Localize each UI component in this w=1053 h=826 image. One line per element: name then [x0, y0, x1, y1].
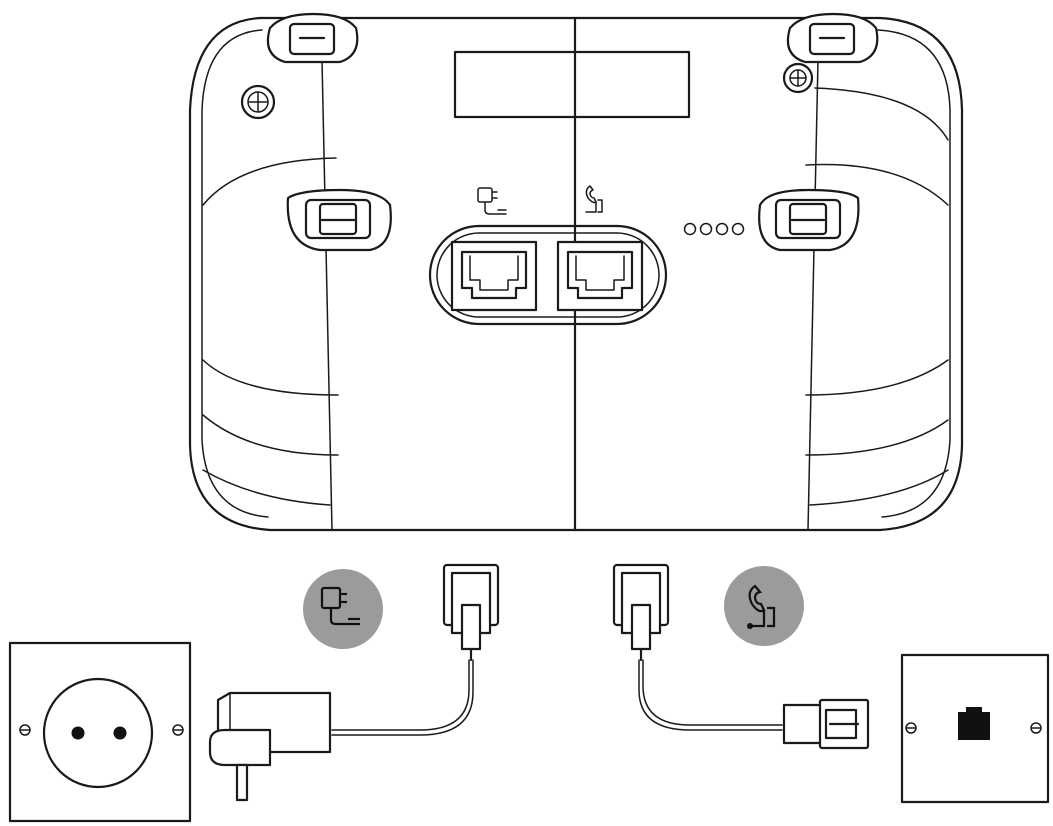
- line-connection-badge: [724, 566, 804, 646]
- power-adapter-icon: [477, 187, 507, 215]
- power-wall-socket: [8, 641, 192, 823]
- badge-circle: [724, 566, 804, 646]
- socket-hole: [113, 726, 127, 740]
- badge-circle: [303, 569, 383, 649]
- phone-handset-icon: [585, 185, 603, 213]
- power-cord-plug: [442, 563, 500, 662]
- telephone-wall-jack: [900, 653, 1050, 804]
- wall-mount-clip-middle-right: [758, 188, 860, 252]
- mounting-screw-icon: [172, 724, 184, 736]
- base-inner-rim: [201, 29, 269, 518]
- screw-right: [782, 62, 814, 94]
- line-cord-plug-top: [612, 563, 670, 662]
- wall-mount-clip-top-left: [266, 12, 359, 64]
- phone-base: [188, 12, 964, 532]
- line-cable: [638, 659, 783, 731]
- socket-hole: [71, 726, 85, 740]
- mounting-screw-icon: [19, 724, 31, 736]
- indicator-dot: [731, 222, 745, 236]
- power-adapter-icon: [320, 586, 360, 626]
- power-connection-badge: [303, 569, 383, 649]
- power-adapter: [208, 691, 332, 802]
- label-plate: [453, 50, 691, 119]
- socket-plate: [8, 641, 192, 823]
- line-cord-plug-wall: [782, 698, 870, 750]
- right-side-panel: [807, 59, 819, 531]
- line-cable-inner: [642, 659, 783, 726]
- wall-mount-clip-middle-left: [286, 188, 392, 252]
- jack-plate: [900, 653, 1050, 804]
- jack-socket: [958, 707, 990, 740]
- power-cable: [331, 659, 470, 731]
- power-cable-inner: [331, 659, 474, 736]
- mounting-screw-icon: [905, 722, 917, 734]
- power-jack: [450, 240, 538, 312]
- mounting-screw-icon: [1030, 722, 1042, 734]
- indicator-dot: [699, 222, 713, 236]
- screw-left: [240, 84, 276, 120]
- base-outline: [188, 16, 964, 532]
- indicator-dot: [683, 222, 697, 236]
- left-side-panel: [321, 59, 333, 531]
- phone-handset-icon: [747, 584, 776, 629]
- wall-mount-clip-top-right: [786, 12, 879, 64]
- line-jack: [556, 240, 644, 312]
- port-housing: [428, 224, 668, 326]
- indicator-dot: [715, 222, 729, 236]
- socket-face: [42, 677, 154, 789]
- indicator-dots: [683, 222, 745, 236]
